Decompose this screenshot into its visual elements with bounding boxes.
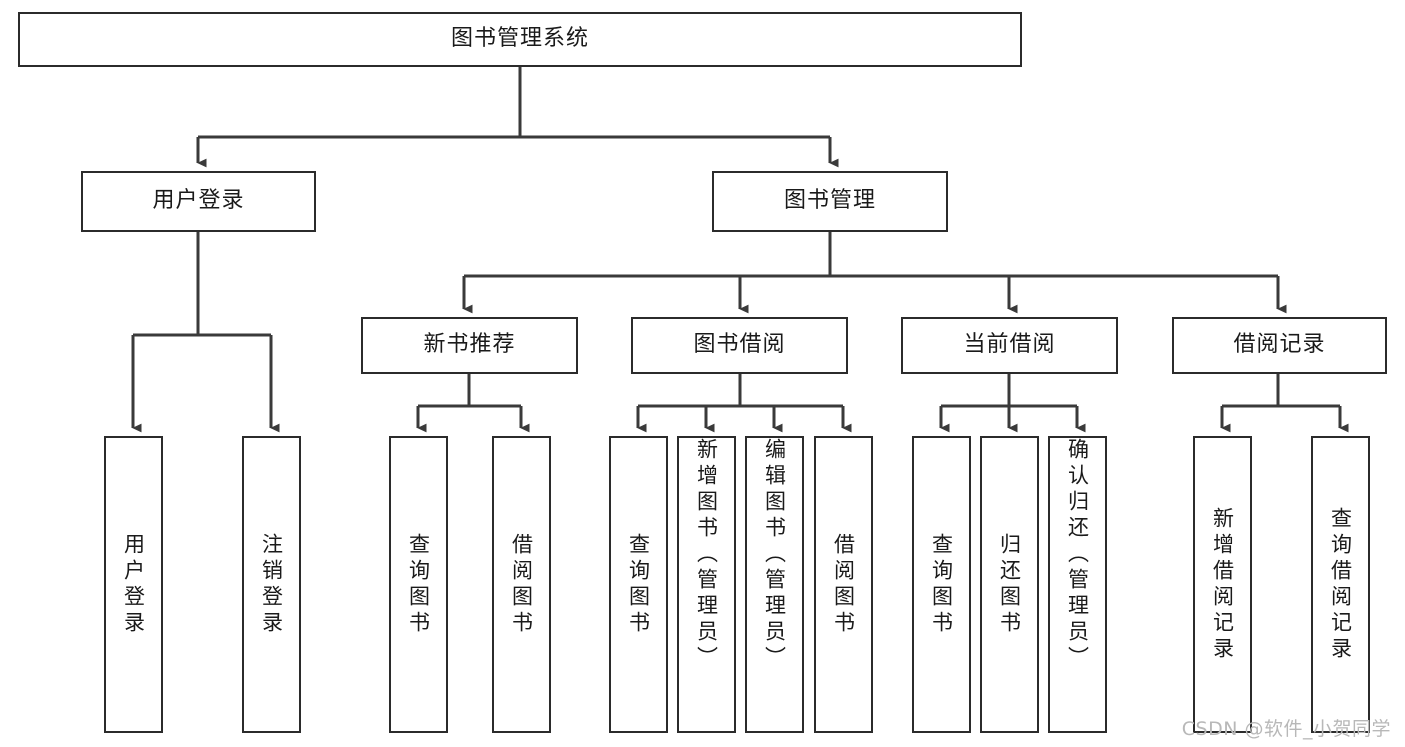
node-leaf-confirm-return[interactable]: 确认归还（管理员）	[1048, 436, 1107, 733]
node-leaf-query-book-2[interactable]: 查询图书	[609, 436, 668, 733]
node-leaf-add-record[interactable]: 新增借阅记录	[1193, 436, 1252, 733]
node-book-management-system[interactable]: 图书管理系统	[18, 12, 1022, 67]
node-user-login[interactable]: 用户登录	[81, 171, 316, 232]
node-label: 新书推荐	[423, 332, 516, 358]
node-label: 借阅图书	[831, 532, 856, 637]
node-leaf-add-book[interactable]: 新增图书（管理员）	[677, 436, 736, 733]
node-leaf-query-record[interactable]: 查询借阅记录	[1311, 436, 1370, 733]
node-borrow-record[interactable]: 借阅记录	[1172, 317, 1387, 374]
node-label: 查询借阅记录	[1328, 506, 1353, 663]
node-label: 图书管理	[783, 188, 876, 214]
node-label: 归还图书	[997, 532, 1022, 637]
node-label: 借阅图书	[509, 532, 534, 637]
node-leaf-query-book-1[interactable]: 查询图书	[389, 436, 448, 733]
node-label: 图书管理系统	[450, 26, 589, 52]
node-leaf-query-book-3[interactable]: 查询图书	[912, 436, 971, 733]
node-leaf-borrow-book-2[interactable]: 借阅图书	[814, 436, 873, 733]
node-leaf-borrow-book-1[interactable]: 借阅图书	[492, 436, 551, 733]
node-current-borrow[interactable]: 当前借阅	[901, 317, 1118, 374]
node-leaf-user-login[interactable]: 用户登录	[104, 436, 163, 733]
node-label: 查询图书	[626, 532, 651, 637]
csdn-watermark: CSDN @软件_小贺同学	[1181, 718, 1391, 740]
node-label: 借阅记录	[1233, 332, 1326, 358]
node-label: 当前借阅	[963, 332, 1056, 358]
node-label: 用户登录	[121, 532, 146, 637]
node-leaf-logout-login[interactable]: 注销登录	[242, 436, 301, 733]
node-label: 查询图书	[406, 532, 431, 637]
node-label: 注销登录	[259, 532, 284, 637]
node-leaf-return-book[interactable]: 归还图书	[980, 436, 1039, 733]
node-book-borrow[interactable]: 图书借阅	[631, 317, 848, 374]
node-new-book-recommend[interactable]: 新书推荐	[361, 317, 578, 374]
node-leaf-edit-book[interactable]: 编辑图书（管理员）	[745, 436, 804, 733]
node-book-management[interactable]: 图书管理	[712, 171, 948, 232]
node-label: 确认归还（管理员）	[1065, 438, 1090, 672]
node-label: 新增图书（管理员）	[694, 438, 719, 672]
node-label: 编辑图书（管理员）	[762, 438, 787, 672]
node-label: 用户登录	[152, 188, 245, 214]
node-label: 图书借阅	[693, 332, 786, 358]
node-label: 查询图书	[929, 532, 954, 637]
node-label: 新增借阅记录	[1210, 506, 1235, 663]
